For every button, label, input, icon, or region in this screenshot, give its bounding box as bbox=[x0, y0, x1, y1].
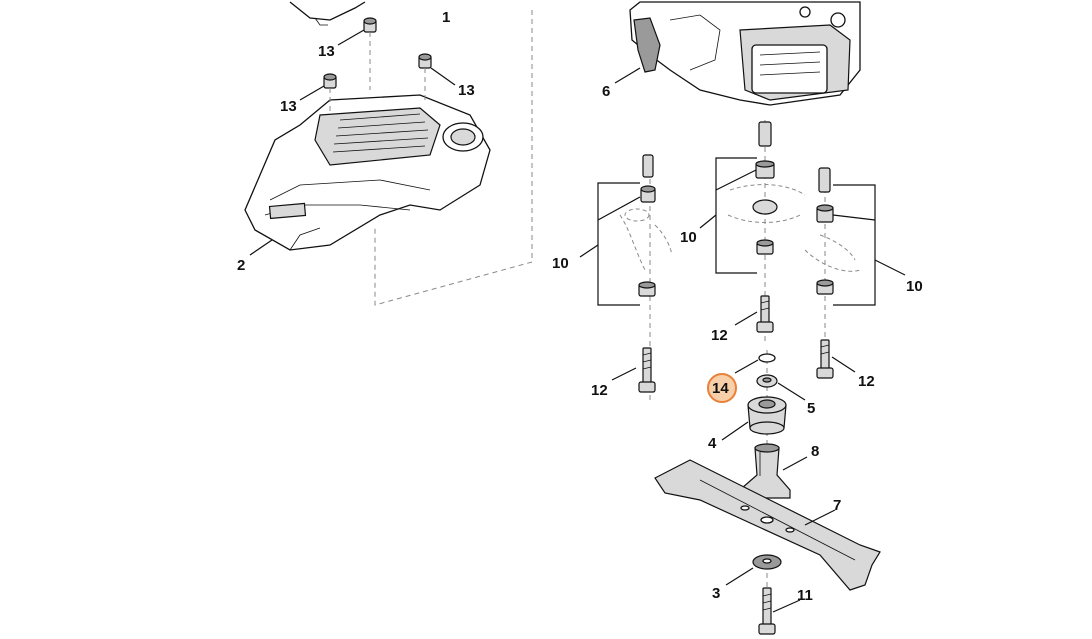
nut-13-upper bbox=[363, 17, 377, 33]
part-11-bolt bbox=[758, 587, 776, 635]
part-12-bolts bbox=[638, 295, 834, 393]
bolt-12-left bbox=[638, 347, 656, 393]
callout-3[interactable]: 3 bbox=[712, 585, 720, 602]
nut-13-left bbox=[323, 73, 337, 89]
part-13-nuts bbox=[323, 17, 432, 115]
callout-10-right[interactable]: 10 bbox=[906, 278, 923, 295]
bolt-set-left bbox=[619, 154, 673, 297]
callout-10-center[interactable]: 10 bbox=[680, 229, 697, 246]
part-7-blade bbox=[654, 459, 881, 591]
part-1-cover-edge bbox=[289, 1, 366, 26]
callout-leader-lines bbox=[249, 29, 856, 613]
part-2-housing bbox=[244, 94, 491, 251]
callout-7[interactable]: 7 bbox=[833, 497, 841, 514]
highlight-circle-part-14[interactable] bbox=[707, 373, 737, 403]
part-14-ring bbox=[758, 353, 776, 363]
bolt-set-right bbox=[804, 167, 861, 295]
part-6-engine bbox=[629, 1, 861, 106]
callout-13-upper[interactable]: 13 bbox=[318, 43, 335, 60]
callout-13-right[interactable]: 13 bbox=[458, 82, 475, 99]
callout-1[interactable]: 1 bbox=[442, 9, 450, 26]
callout-14[interactable]: 14 bbox=[712, 380, 729, 397]
callout-12-right[interactable]: 12 bbox=[858, 373, 875, 390]
callout-11[interactable]: 11 bbox=[797, 587, 813, 604]
bolt-12-right bbox=[816, 339, 834, 379]
callout-4[interactable]: 4 bbox=[708, 435, 717, 452]
callout-12-left[interactable]: 12 bbox=[591, 382, 608, 399]
part-3-washer bbox=[752, 554, 782, 570]
callout-2[interactable]: 2 bbox=[237, 257, 245, 274]
part-5-spacer bbox=[756, 374, 778, 388]
housing-vent-grille bbox=[332, 113, 429, 153]
part-8-adapter bbox=[741, 443, 791, 499]
callout-10-left[interactable]: 10 bbox=[552, 255, 569, 272]
bolt-set-center bbox=[727, 121, 806, 255]
part-10-brackets bbox=[579, 157, 906, 306]
callout-8[interactable]: 8 bbox=[811, 443, 819, 460]
callout-13-left[interactable]: 13 bbox=[280, 98, 297, 115]
callout-6[interactable]: 6 bbox=[602, 83, 610, 100]
nut-13-right bbox=[418, 53, 432, 69]
part-4-hub bbox=[747, 396, 787, 435]
callout-labels: 1 2 13 13 13 6 10 10 10 12 12 12 14 5 4 … bbox=[237, 9, 923, 604]
bolt-12-center bbox=[756, 295, 774, 333]
callout-5[interactable]: 5 bbox=[807, 400, 815, 417]
callout-12-center[interactable]: 12 bbox=[711, 327, 728, 344]
